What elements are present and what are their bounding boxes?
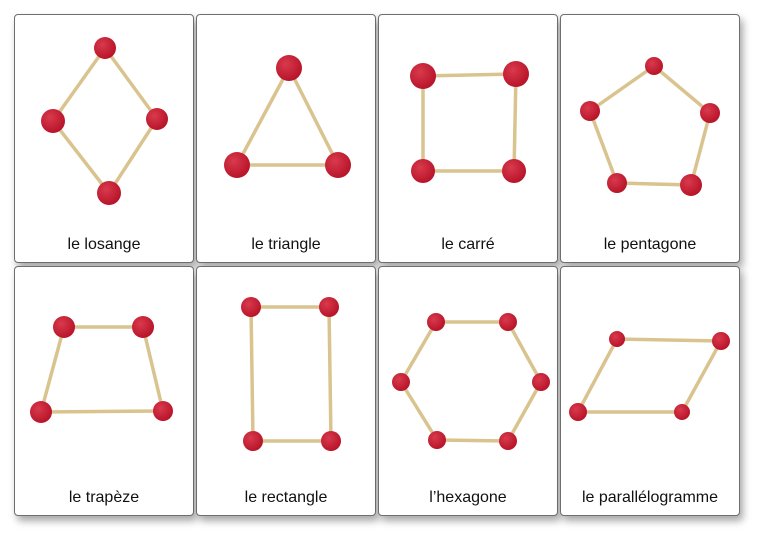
ball-vertex xyxy=(321,431,341,451)
ball-vertex xyxy=(499,432,517,450)
card-triangle: le triangle xyxy=(196,14,376,263)
ball-vertex xyxy=(53,316,75,338)
ball-vertex xyxy=(392,373,410,391)
ball-vertex xyxy=(428,431,446,449)
stick xyxy=(103,46,159,121)
ball-vertex xyxy=(30,401,52,423)
ball-vertex xyxy=(427,313,445,331)
parallelogram-shape-icon xyxy=(569,331,730,421)
card-label: le trapèze xyxy=(68,489,140,506)
stick xyxy=(506,321,543,383)
ball-vertex xyxy=(502,159,526,183)
ball-vertex xyxy=(674,404,690,420)
stick xyxy=(51,119,111,195)
stick xyxy=(506,381,543,442)
ball-vertex xyxy=(146,108,168,130)
stick xyxy=(588,64,656,113)
ball-vertex xyxy=(503,61,529,87)
ball-vertex xyxy=(94,37,116,59)
pentagon-shape-icon xyxy=(580,57,720,196)
ball-vertex xyxy=(700,103,720,123)
stick xyxy=(39,326,66,413)
card-pentagone: le pentagone xyxy=(560,14,740,263)
card-label: le rectangle xyxy=(244,489,328,506)
stick xyxy=(616,181,692,187)
hexagon-shape-icon xyxy=(392,313,550,450)
stick xyxy=(287,67,340,166)
stick xyxy=(616,337,722,343)
ball-vertex xyxy=(607,173,627,193)
ball-vertex xyxy=(580,101,600,121)
stick xyxy=(327,306,333,442)
ball-vertex xyxy=(499,313,517,331)
ball-vertex xyxy=(645,57,663,75)
stick xyxy=(51,46,107,123)
ball-vertex xyxy=(712,332,730,350)
ball-vertex xyxy=(411,159,435,183)
triangle-shape-icon xyxy=(224,55,351,178)
stick xyxy=(576,338,619,413)
stick xyxy=(512,73,518,172)
card-losange: le losange xyxy=(14,14,194,263)
rectangle-shape-icon xyxy=(241,297,341,451)
stick xyxy=(436,438,509,443)
stick xyxy=(235,67,291,166)
losange-shape-icon xyxy=(41,37,168,205)
stick xyxy=(249,306,255,442)
ball-vertex xyxy=(325,152,351,178)
ball-vertex xyxy=(276,55,302,81)
trapezoid-shape-icon xyxy=(30,316,173,423)
ball-vertex xyxy=(319,297,339,317)
stick xyxy=(141,326,165,412)
stick xyxy=(422,72,517,78)
stick xyxy=(399,381,439,441)
ball-vertex xyxy=(410,63,436,89)
stick xyxy=(652,64,712,115)
card-trapeze: le trapèze xyxy=(14,266,194,516)
card-parallelogramme: le parallélogramme xyxy=(560,266,740,516)
ball-vertex xyxy=(97,181,121,205)
ball-vertex xyxy=(532,373,550,391)
stick xyxy=(680,340,723,413)
card-label: le pentagone xyxy=(603,236,697,253)
card-carre: le carré xyxy=(378,14,558,263)
card-label: le triangle xyxy=(251,236,321,253)
stick xyxy=(399,321,438,383)
card-label: l’hexagone xyxy=(429,489,507,506)
ball-vertex xyxy=(241,297,261,317)
ball-vertex xyxy=(609,331,625,347)
ball-vertex xyxy=(41,109,65,133)
stick xyxy=(107,118,159,194)
card-rectangle: le rectangle xyxy=(196,266,376,516)
square-shape-icon xyxy=(410,61,529,183)
stick xyxy=(40,409,164,414)
ball-vertex xyxy=(132,316,154,338)
card-hexagone: l’hexagone xyxy=(378,266,558,516)
card-label: le losange xyxy=(67,236,141,253)
card-label: le parallélogramme xyxy=(581,489,719,506)
card-label: le carré xyxy=(441,236,495,253)
stick xyxy=(588,110,619,184)
stick xyxy=(689,112,712,186)
ball-vertex xyxy=(569,403,587,421)
ball-vertex xyxy=(224,152,250,178)
ball-vertex xyxy=(680,174,702,196)
ball-vertex xyxy=(243,431,263,451)
ball-vertex xyxy=(153,401,173,421)
